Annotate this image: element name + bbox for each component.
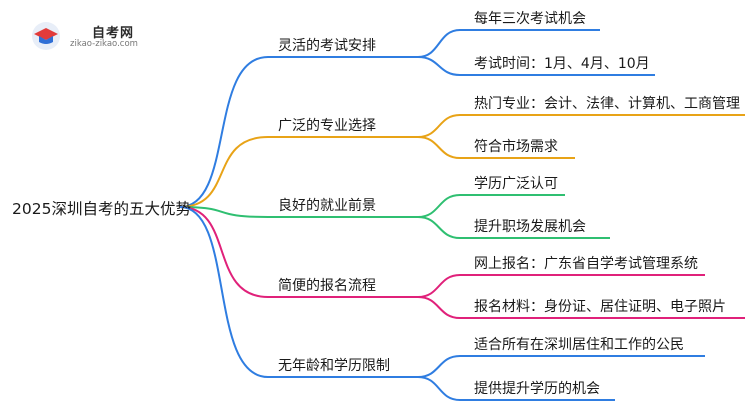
graduation-cap-icon bbox=[32, 22, 60, 50]
logo-title: 自考网 bbox=[92, 26, 135, 41]
child-connector bbox=[417, 194, 461, 218]
child-connector bbox=[417, 274, 461, 298]
child-connector bbox=[417, 136, 461, 159]
child-connector bbox=[417, 376, 461, 401]
child-connector bbox=[417, 114, 461, 138]
branch-connector bbox=[179, 206, 269, 378]
root-label: 2025深圳自考的五大优势 bbox=[12, 200, 191, 218]
leaf-label: 每年三次考试机会 bbox=[474, 11, 586, 27]
leaf-label: 报名材料：身份证、居住证明、电子照片 bbox=[474, 299, 726, 315]
child-connector bbox=[417, 296, 461, 319]
leaf-label: 考试时间：1月、4月、10月 bbox=[474, 56, 650, 72]
branch-connector bbox=[179, 56, 269, 208]
branch-label: 简便的报名流程 bbox=[278, 277, 376, 294]
mindmap-nodes: 2025深圳自考的五大优势 灵活的考试安排 每年三次考试机会考试时间：1月、4月、1… bbox=[12, 11, 740, 397]
branch-label: 良好的就业前景 bbox=[278, 197, 376, 214]
logo-url: zikao-zikao.com bbox=[70, 39, 138, 49]
leaf-label: 提供提升学历的机会 bbox=[474, 381, 600, 397]
leaf-label: 学历广泛认可 bbox=[474, 176, 558, 192]
child-connector bbox=[417, 216, 461, 239]
leaf-label: 适合所有在深圳居住和工作的公民 bbox=[474, 337, 684, 353]
leaf-label: 符合市场需求 bbox=[474, 138, 558, 155]
child-connector bbox=[417, 29, 461, 58]
mindmap-edges bbox=[179, 29, 745, 401]
logo: 自考网 zikao-zikao.com bbox=[30, 20, 140, 54]
branch-label: 灵活的考试安排 bbox=[278, 38, 376, 54]
branch-label: 广泛的专业选择 bbox=[278, 118, 376, 134]
branch-connector bbox=[179, 136, 269, 208]
leaf-label: 热门专业：会计、法律、计算机、工商管理 bbox=[474, 96, 740, 112]
branch-label: 无年龄和学历限制 bbox=[278, 358, 390, 374]
child-connector bbox=[417, 355, 461, 378]
child-connector bbox=[417, 56, 461, 76]
leaf-label: 网上报名：广东省自学考试管理系统 bbox=[474, 256, 698, 272]
branch-connector bbox=[179, 206, 269, 218]
leaf-label: 提升职场发展机会 bbox=[474, 219, 586, 235]
branch-connector bbox=[179, 206, 269, 298]
